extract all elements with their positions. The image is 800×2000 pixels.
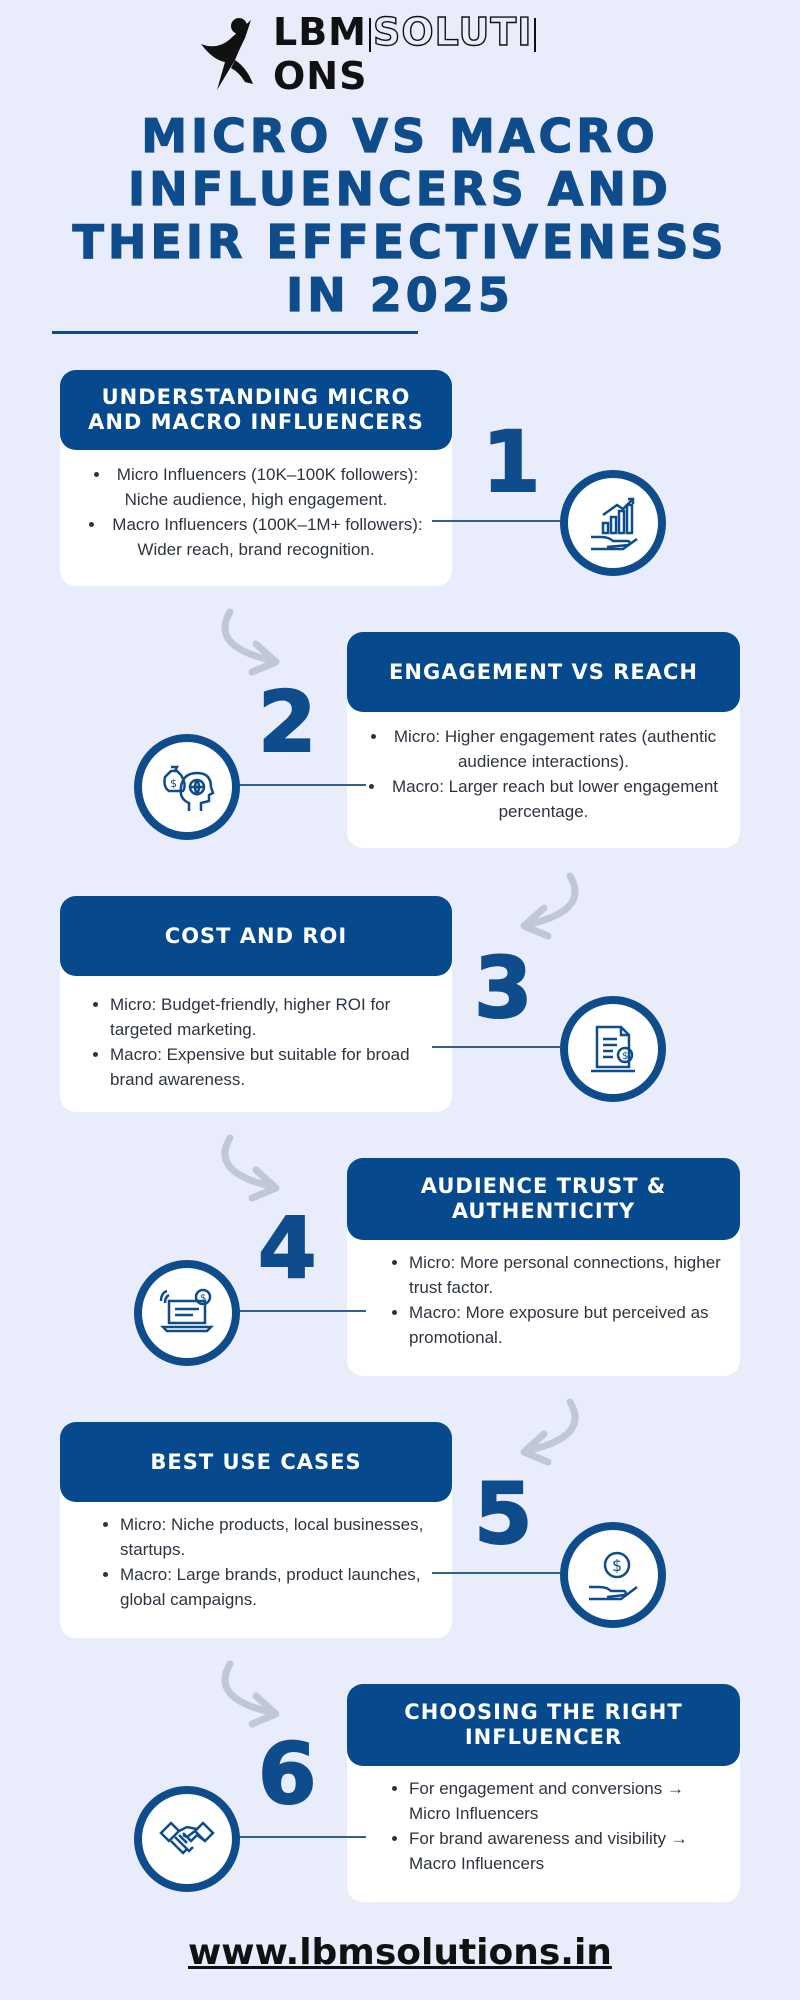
runner-logo-icon [201, 18, 253, 90]
section-3-bullet-1: Micro: Budget-friendly, higher ROI for t… [110, 992, 436, 1042]
section-3-list: Micro: Budget-friendly, higher ROI for t… [60, 992, 452, 1092]
section-4-number: 4 [257, 1199, 317, 1297]
section-2-card: ENGAGEMENT VS REACH Micro: Higher engage… [347, 632, 740, 848]
logo-part-soluti: SOLUTI [372, 9, 533, 54]
money-bag-head-globe-icon: $ [163, 765, 215, 811]
coin-in-hand-icon: $ [589, 1551, 638, 1601]
curved-arrow-5 [221, 1660, 280, 1728]
title-line-1: MICRO VS MACRO [141, 109, 659, 163]
section-5-list: Micro: Niche products, local businesses,… [60, 1512, 452, 1612]
section-1-connector [432, 520, 560, 522]
section-4-heading: AUDIENCE TRUST & AUTHENTICITY [347, 1158, 740, 1240]
section-6-list: For engagement and conversions → Micro I… [347, 1776, 740, 1876]
section-4-connector [236, 1310, 366, 1312]
section-4-card: AUDIENCE TRUST & AUTHENTICITY Micro: Mor… [347, 1158, 740, 1376]
section-2-number: 2 [257, 673, 317, 771]
title-line-3: THEIR EFFECTIVENESS [72, 215, 728, 269]
section-5-card: BEST USE CASES Micro: Niche products, lo… [60, 1422, 452, 1638]
section-4-bullet-2: Macro: More exposure but perceived as pr… [409, 1300, 726, 1350]
section-5-number: 5 [473, 1465, 533, 1563]
svg-text:$: $ [612, 1556, 622, 1575]
section-5-icon-badge: $ [560, 1522, 666, 1628]
section-1-heading: UNDERSTANDING MICRO AND MACRO INFLUENCER… [60, 370, 452, 450]
section-4-icon-badge: $ [134, 1260, 240, 1366]
section-3-card: COST AND ROI Micro: Budget-friendly, hig… [60, 896, 452, 1112]
laptop-payment-icon: $ [159, 1288, 215, 1333]
section-6-bullet-2: For brand awareness and visibility → Mac… [409, 1826, 726, 1876]
section-3-bullet-2: Macro: Expensive but suitable for broad … [110, 1042, 436, 1092]
curved-arrow-3 [221, 1134, 280, 1202]
website-link[interactable]: www.lbmsolutions.in [188, 1932, 612, 1973]
section-2-connector [236, 784, 366, 786]
section-5-bullet-2: Macro: Large brands, product launches, g… [120, 1562, 436, 1612]
svg-text:$: $ [200, 1293, 206, 1304]
section-6-card: CHOOSING THE RIGHT INFLUENCER For engage… [347, 1684, 740, 1902]
title-line-4: IN 2025 [286, 268, 514, 322]
section-3-icon-badge: $ [560, 996, 666, 1102]
section-2-bullet-1: Micro: Higher engagement rates (authenti… [357, 724, 730, 774]
section-2-list: Micro: Higher engagement rates (authenti… [347, 724, 740, 824]
section-6-bullet-1: For engagement and conversions → Micro I… [409, 1776, 726, 1826]
section-1-number: 1 [481, 413, 541, 511]
invoice-document-icon: $ [591, 1025, 635, 1073]
section-4-list: Micro: More personal connections, higher… [347, 1250, 740, 1350]
curved-arrow-1 [221, 608, 280, 676]
chart-in-hand-icon [591, 497, 638, 551]
logo-part-lbm: LBM [273, 10, 367, 54]
svg-text:$: $ [170, 777, 177, 790]
section-6-connector [236, 1836, 366, 1838]
section-1-bullet-1: Micro Influencers (10K–100K followers): … [70, 462, 442, 512]
svg-text:$: $ [622, 1051, 628, 1062]
section-5-heading: BEST USE CASES [60, 1422, 452, 1502]
section-2-icon-badge: $ [134, 734, 240, 840]
section-1-list: Micro Influencers (10K–100K followers): … [60, 462, 452, 562]
section-1-icon-badge [560, 470, 666, 576]
section-2-bullet-2: Macro: Larger reach but lower engagement… [357, 774, 730, 824]
title-line-2: INFLUENCERS AND [127, 162, 672, 216]
section-5-connector [432, 1572, 560, 1574]
page-title: MICRO VS MACRO INFLUENCERS AND THEIR EFF… [30, 109, 770, 322]
section-6-number: 6 [257, 1725, 317, 1823]
section-4-bullet-1: Micro: More personal connections, higher… [409, 1250, 726, 1300]
section-1-card: UNDERSTANDING MICRO AND MACRO INFLUENCER… [60, 370, 452, 586]
handshake-icon [159, 1821, 215, 1855]
curved-arrow-4 [520, 1398, 579, 1466]
section-2-heading: ENGAGEMENT VS REACH [347, 632, 740, 712]
section-5-bullet-1: Micro: Niche products, local businesses,… [120, 1512, 436, 1562]
curved-arrow-2 [520, 872, 579, 940]
section-1-bullet-2: Macro Influencers (100K–1M+ followers): … [70, 512, 442, 562]
section-6-icon-badge [134, 1786, 240, 1892]
section-3-connector [432, 1046, 560, 1048]
title-divider [52, 331, 418, 334]
section-3-number: 3 [473, 939, 533, 1037]
section-6-heading: CHOOSING THE RIGHT INFLUENCER [347, 1684, 740, 1766]
section-3-heading: COST AND ROI [60, 896, 452, 976]
logo-part-ons: ONS [273, 54, 368, 98]
